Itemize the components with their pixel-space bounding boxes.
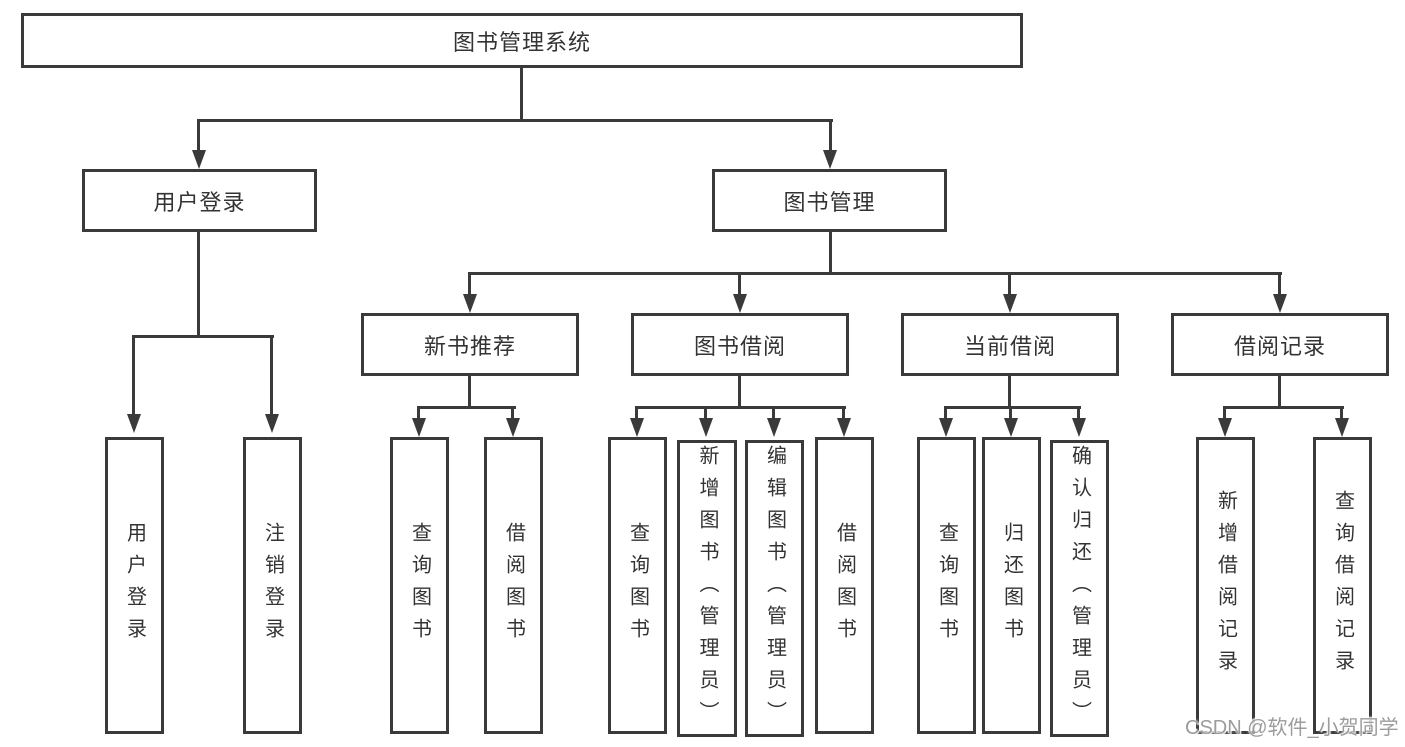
connector-line — [1340, 406, 1343, 421]
connector-line — [1278, 272, 1281, 297]
node-borrow-records: 借阅记录 — [1171, 313, 1389, 376]
connector-line — [1278, 375, 1281, 408]
connector-line — [468, 272, 471, 297]
connector-line — [635, 406, 638, 421]
node-new-book-recommend-label: 新书推荐 — [423, 333, 516, 359]
connector-line — [704, 406, 707, 421]
arrow-down-icon — [939, 418, 953, 437]
leaf-borrow-borrow-books-label: 借阅图书 — [833, 521, 856, 650]
arrow-down-icon — [1273, 294, 1287, 313]
connector-line — [829, 231, 832, 274]
arrow-down-icon — [1218, 418, 1232, 437]
connector-line — [197, 119, 833, 122]
connector-line — [1223, 406, 1344, 409]
connector-line — [132, 335, 135, 416]
leaf-recommend-borrow-books: 借阅图书 — [484, 437, 543, 734]
leaf-recommend-query-books: 查询图书 — [390, 437, 449, 734]
connector-line — [468, 375, 471, 408]
connector-line — [197, 231, 200, 337]
connector-line — [417, 406, 420, 421]
connector-line — [1223, 406, 1226, 421]
node-book-management: 图书管理 — [712, 169, 947, 232]
connector-line — [511, 406, 514, 421]
connector-line — [417, 406, 516, 409]
arrow-down-icon — [699, 418, 713, 437]
connector-line — [1009, 406, 1012, 421]
leaf-current-query-books-label: 查询图书 — [935, 521, 958, 650]
leaf-current-confirm-return-admin-label: 确认归还（管理员） — [1068, 444, 1091, 733]
arrow-down-icon — [506, 418, 520, 437]
node-library-system: 图书管理系统 — [21, 13, 1023, 68]
leaf-records-query-record-label: 查询借阅记录 — [1331, 489, 1354, 682]
arrow-down-icon — [127, 414, 141, 433]
node-current-borrow: 当前借阅 — [901, 313, 1119, 376]
node-user-login-label: 用户登录 — [153, 189, 246, 215]
connector-line — [520, 67, 523, 120]
arrow-down-icon — [1004, 418, 1018, 437]
arrow-down-icon — [463, 294, 477, 313]
arrow-down-icon — [733, 294, 747, 313]
connector-line — [635, 406, 846, 409]
arrow-down-icon — [767, 418, 781, 437]
arrow-down-icon — [837, 418, 851, 437]
arrow-down-icon — [1072, 418, 1086, 437]
node-borrow-records-label: 借阅记录 — [1233, 333, 1326, 359]
connector-line — [944, 406, 947, 421]
arrow-down-icon — [1335, 418, 1349, 437]
connector-line — [197, 119, 200, 151]
connector-line — [772, 406, 775, 421]
connector-line — [1008, 375, 1011, 408]
connector-line — [1008, 272, 1011, 297]
leaf-current-return-books-label: 归还图书 — [1000, 521, 1023, 650]
node-book-management-label: 图书管理 — [783, 189, 876, 215]
connector-line — [1077, 406, 1080, 421]
node-book-borrow: 图书借阅 — [631, 313, 849, 376]
leaf-logout-label: 注销登录 — [261, 521, 284, 650]
leaf-records-add-record-label: 新增借阅记录 — [1214, 489, 1237, 682]
arrow-down-icon — [630, 418, 644, 437]
leaf-borrow-query-books-label: 查询图书 — [626, 521, 649, 650]
leaf-records-add-record: 新增借阅记录 — [1196, 437, 1255, 734]
leaf-user-login: 用户登录 — [105, 437, 164, 734]
connector-line — [270, 335, 273, 416]
connector-line — [944, 406, 1081, 409]
arrow-down-icon — [412, 418, 426, 437]
node-book-borrow-label: 图书借阅 — [693, 333, 786, 359]
connector-line — [738, 272, 741, 297]
leaf-borrow-add-books-admin: 新增图书（管理员） — [677, 440, 737, 737]
leaf-current-query-books: 查询图书 — [917, 437, 976, 734]
leaf-borrow-add-books-admin-label: 新增图书（管理员） — [696, 444, 718, 733]
connector-line — [829, 119, 832, 151]
connector-line — [132, 335, 274, 338]
node-current-borrow-label: 当前借阅 — [963, 333, 1056, 359]
node-user-login: 用户登录 — [82, 169, 317, 232]
arrow-down-icon — [265, 414, 279, 433]
connector-line — [842, 406, 845, 421]
arrow-down-icon — [823, 150, 837, 169]
leaf-recommend-borrow-books-label: 借阅图书 — [502, 521, 525, 650]
arrow-down-icon — [1003, 294, 1017, 313]
leaf-user-login-label: 用户登录 — [123, 521, 146, 650]
watermark: CSDN @软件_小贺同学 — [1185, 717, 1399, 739]
leaf-current-confirm-return-admin: 确认归还（管理员） — [1050, 440, 1109, 737]
node-new-book-recommend: 新书推荐 — [361, 313, 579, 376]
leaf-current-return-books: 归还图书 — [982, 437, 1041, 734]
arrow-down-icon — [192, 150, 206, 169]
leaf-records-query-record: 查询借阅记录 — [1313, 437, 1372, 734]
leaf-borrow-edit-books-admin: 编辑图书（管理员） — [745, 440, 804, 737]
connector-line — [468, 272, 1282, 275]
leaf-borrow-edit-books-admin-label: 编辑图书（管理员） — [763, 444, 786, 733]
connector-line — [738, 375, 741, 408]
leaf-borrow-query-books: 查询图书 — [608, 437, 667, 734]
node-library-system-label: 图书管理系统 — [452, 29, 591, 55]
leaf-recommend-query-books-label: 查询图书 — [408, 521, 431, 650]
leaf-borrow-borrow-books: 借阅图书 — [815, 437, 874, 734]
leaf-logout: 注销登录 — [243, 437, 302, 734]
